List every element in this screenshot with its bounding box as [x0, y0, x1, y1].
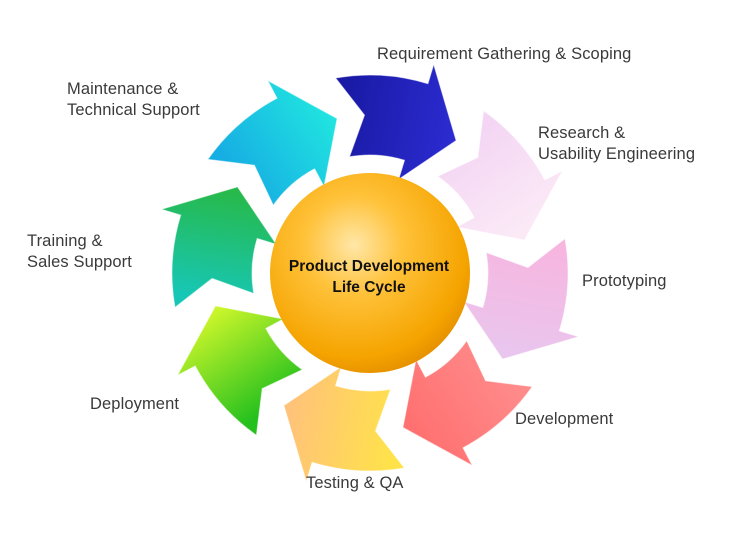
arrow-research	[436, 109, 564, 241]
center-circle	[270, 173, 470, 373]
arrow-deployment	[176, 305, 304, 437]
label-development: Development	[515, 410, 614, 428]
arrow-requirements	[334, 62, 457, 181]
label-deployment: Deployment	[90, 395, 180, 413]
arrow-development	[402, 339, 534, 467]
label-requirements: Requirement Gathering & Scoping	[377, 45, 632, 63]
center-title-line1: Product Development	[288, 258, 450, 275]
arrow-prototyping	[462, 237, 581, 360]
label-prototyping: Prototyping	[582, 272, 667, 290]
arrow-testing	[283, 365, 406, 484]
arrow-training	[159, 186, 278, 309]
label-training: Training & Sales Support	[27, 232, 132, 271]
arrow-maintenance	[206, 79, 338, 207]
label-testing: Testing & QA	[306, 474, 404, 492]
center-title-line2: Life Cycle	[332, 279, 406, 296]
label-maintenance: Maintenance & Technical Support	[67, 80, 200, 119]
center-title: Product Development Life Cycle	[258, 256, 480, 298]
label-research: Research & Usability Engineering	[538, 124, 696, 163]
